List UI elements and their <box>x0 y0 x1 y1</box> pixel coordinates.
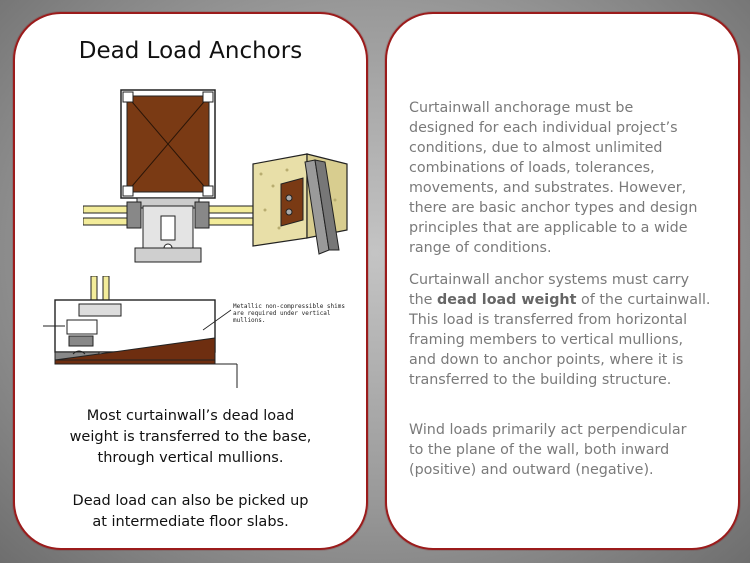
para-line: to the plane of the wall, both inward <box>409 442 670 458</box>
para-line: transferred to the building structure. <box>409 372 672 388</box>
sill-section-drawing: Metallic non-compressible shims are requ… <box>43 276 345 388</box>
paragraph-anchorage: Curtainwall anchorage must be designed f… <box>409 98 729 258</box>
para-line: designed for each individual project’s <box>409 120 678 136</box>
para-line: Wind loads primarily act perpendicular <box>409 422 687 438</box>
para-line: range of conditions. <box>409 240 552 256</box>
para-line: and down to anchor points, where it is <box>409 352 684 368</box>
paragraph-wind-loads: Wind loads primarily act perpendicular t… <box>409 420 729 480</box>
para-line: there are basic anchor types and design <box>409 200 698 216</box>
para-fragment: the <box>409 292 438 308</box>
dead-load-weight-emphasis: dead load weight <box>437 292 577 308</box>
caption-intermediate-slabs: Dead load can also be picked up at inter… <box>15 491 366 533</box>
para-line: Curtainwall anchor systems must carry <box>409 272 690 288</box>
caption-line: at intermediate floor slabs. <box>92 514 289 530</box>
paragraph-dead-load: Curtainwall anchor systems must carry th… <box>409 270 729 390</box>
para-line: This load is transferred from horizontal <box>409 312 688 328</box>
caption-line: Most curtainwall’s dead load <box>86 408 295 424</box>
para-fragment: of the curtainwall. <box>576 292 711 308</box>
shim-note-line2: are required under vertical <box>233 310 331 317</box>
caption-line: Dead load can also be picked up <box>72 493 309 509</box>
right-panel: Curtainwall anchorage must be designed f… <box>385 12 740 550</box>
para-line: the dead load weight of the curtainwall. <box>409 290 729 310</box>
caption-dead-load-base: Most curtainwall’s dead load weight is t… <box>15 406 366 469</box>
shim-note-line3: mullions. <box>233 317 266 324</box>
para-line: framing members to vertical mullions, <box>409 332 684 348</box>
para-line: principles that are applicable to a wide <box>409 220 688 236</box>
caption-line: through vertical mullions. <box>97 450 284 466</box>
anchor-isometric-drawing <box>252 153 348 255</box>
shim-note-line1: Metallic non-compressible shims <box>233 303 345 310</box>
panel-title: Dead Load Anchors <box>78 38 303 64</box>
para-line: movements, and substrates. However, <box>409 180 687 196</box>
para-line: conditions, due to almost unlimited <box>409 140 663 156</box>
caption-line: weight is transferred to the base, <box>69 429 312 445</box>
para-line: Curtainwall anchorage must be <box>409 100 634 116</box>
para-line: combinations of loads, tolerances, <box>409 160 655 176</box>
para-line: (positive) and outward (negative). <box>409 462 654 478</box>
left-panel: Dead Load Anchors <box>13 12 368 550</box>
mullion-section-drawing <box>83 89 253 263</box>
